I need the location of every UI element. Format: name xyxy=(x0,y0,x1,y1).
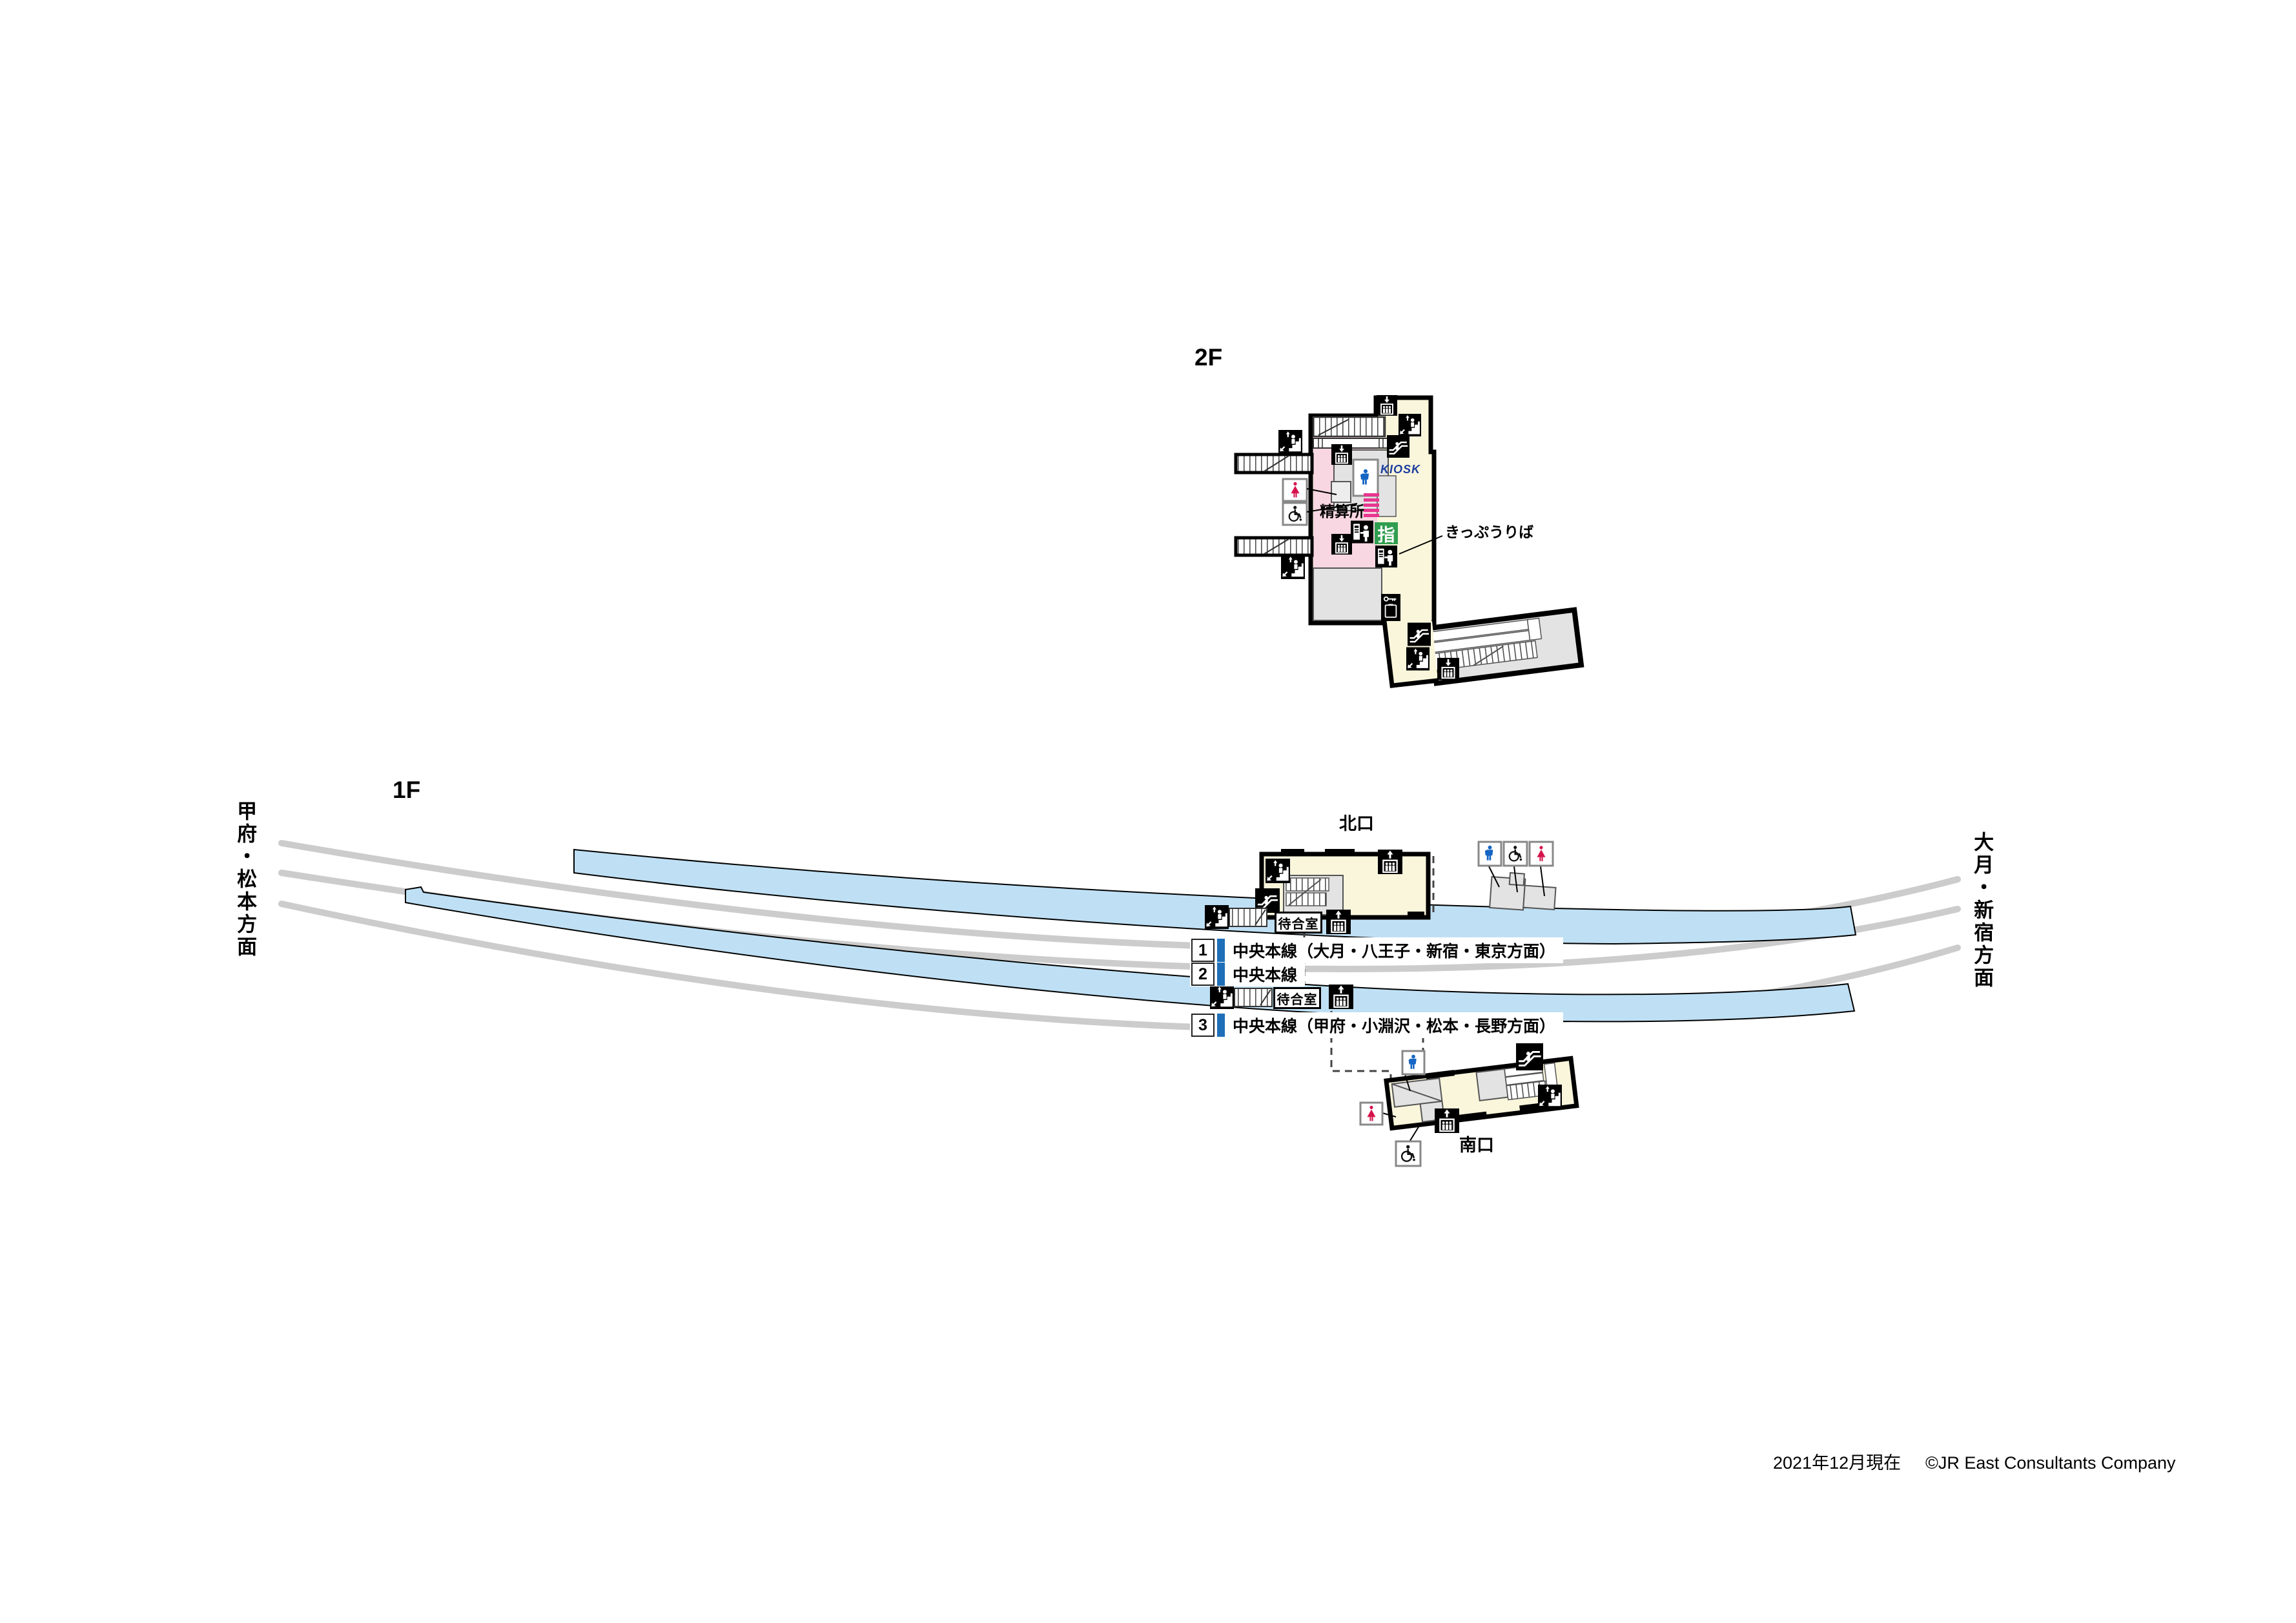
footer-copyright: ©JR East Consultants Company xyxy=(1925,1453,2176,1473)
mens-toilet-sign xyxy=(1352,458,1379,497)
stairs-icon xyxy=(1205,905,1229,929)
toilet-room xyxy=(1522,884,1557,910)
room-partition xyxy=(1391,1083,1442,1102)
elevator-down-icon xyxy=(1377,395,1397,416)
ticket-gate xyxy=(1364,493,1379,517)
bridge-staircase xyxy=(1234,453,1314,475)
direction-label-right: 大月・新宿方面 xyxy=(1971,832,1994,990)
coin-locker-icon xyxy=(1380,594,1401,621)
platform-line-label-1: 中央本線（大月・八王子・新宿・東京方面） xyxy=(1233,943,1556,961)
elevator-up-icon xyxy=(1326,910,1351,934)
stairs-icon xyxy=(1538,1085,1562,1108)
leader-line xyxy=(1404,1074,1411,1092)
elevator-down-icon xyxy=(1437,658,1459,680)
platform-number-bar xyxy=(1217,1014,1225,1037)
platform-line-label-3: 中央本線（甲府・小淵沢・松本・長野方面） xyxy=(1233,1017,1556,1036)
escalator-icon xyxy=(1516,1043,1543,1070)
waiting-room-box-platform12: 待合室 xyxy=(1275,912,1322,934)
platform-number-bar xyxy=(1217,963,1225,986)
north-exit-label: 北口 xyxy=(1339,814,1374,833)
south-exit-building xyxy=(1359,1043,1579,1167)
f2-room xyxy=(1331,481,1351,503)
platform-furniture xyxy=(1205,905,1353,1009)
leader-line xyxy=(1540,866,1545,897)
elevator-up-icon xyxy=(1435,1108,1459,1133)
platform-line-label-2: 中央本線 xyxy=(1233,966,1298,985)
stairs-icon xyxy=(1210,985,1234,1009)
footer-date: 2021年12月現在 xyxy=(1773,1453,1901,1473)
leader-line xyxy=(1408,1125,1420,1143)
platform-1-2-island xyxy=(573,848,1857,945)
kiosk-label: KIOSK xyxy=(1380,463,1421,476)
f2-south-stair-block xyxy=(1426,607,1584,686)
staircase xyxy=(1312,416,1386,438)
bridge-staircase xyxy=(1234,536,1314,557)
platform-row-1: 1 中央本線（大月・八王子・新宿・東京方面） xyxy=(1190,937,1564,963)
elevator-up-icon xyxy=(1378,850,1402,874)
leader-line xyxy=(1513,866,1518,893)
stair-break-line xyxy=(1260,989,1271,1006)
staircase xyxy=(1286,892,1327,906)
elevator-down-icon xyxy=(1331,534,1352,555)
stairs-icon xyxy=(1266,859,1290,883)
leader-line xyxy=(1382,1112,1397,1118)
stairs-icon xyxy=(1278,430,1302,454)
stair-break-line xyxy=(1255,909,1266,926)
platform-number-badge-1: 1 xyxy=(1191,939,1215,962)
escalator-ends xyxy=(1318,438,1384,448)
ticket-machine-icon xyxy=(1351,520,1373,544)
door-tab xyxy=(1408,912,1424,918)
floor-label-1f: 1F xyxy=(393,777,421,803)
south-exit-label: 南口 xyxy=(1459,1136,1494,1155)
stair-landing xyxy=(1526,617,1543,641)
door-tab xyxy=(1281,849,1304,855)
door-tab xyxy=(1325,849,1355,855)
leader-line xyxy=(1306,503,1358,513)
escalator-icon xyxy=(1387,435,1409,458)
stair-break-line xyxy=(1264,538,1289,555)
reserved-seat-sign: 指 xyxy=(1375,522,1398,545)
fare-adjustment-label: 精算所 xyxy=(1320,503,1364,520)
ticket-office-label: きっぷうりば xyxy=(1445,524,1534,540)
staircase xyxy=(1229,908,1267,927)
platform-row-3: 3 中央本線（甲府・小淵沢・松本・長野方面） xyxy=(1190,1012,1564,1038)
staircase xyxy=(1234,988,1273,1007)
stair-break-line xyxy=(1288,879,1322,906)
stair-break-line xyxy=(1473,646,1504,666)
stairs-down-icon xyxy=(1399,414,1421,436)
platforms xyxy=(405,848,1857,1023)
north-exit-building xyxy=(1255,849,1431,920)
floor-label-2f: 2F xyxy=(1194,344,1223,371)
south-room xyxy=(1475,1068,1509,1101)
elevator-down-icon xyxy=(1331,444,1352,465)
north-toilets xyxy=(1477,841,1557,911)
stairs-icon xyxy=(1281,555,1305,579)
f2-room xyxy=(1313,567,1382,621)
waiting-room-box-platform3: 待合室 xyxy=(1273,987,1321,1009)
leader-line xyxy=(1488,866,1500,888)
f2-corridor-border xyxy=(1382,620,1439,688)
direction-label-left: 甲府・松本方面 xyxy=(234,801,257,959)
ticket-machine-icon xyxy=(1375,546,1397,567)
staircase xyxy=(1286,877,1329,892)
platform-number-badge-2: 2 xyxy=(1191,963,1215,986)
platform-row-2: 2 中央本線 xyxy=(1190,962,1306,986)
corridor-join xyxy=(1387,617,1431,624)
escalator-icon xyxy=(1408,622,1431,646)
stair-break-line xyxy=(1318,419,1349,436)
stairs-icon xyxy=(1406,647,1430,671)
leader-line xyxy=(1306,488,1337,495)
door-tab xyxy=(1426,1070,1455,1079)
escalator-band xyxy=(1504,1072,1544,1086)
door-tab xyxy=(1455,1111,1487,1121)
elevator-up-icon xyxy=(1329,985,1353,1009)
stair-break-line xyxy=(1264,455,1289,472)
platform-number-bar xyxy=(1217,939,1225,962)
platform-3-island xyxy=(405,886,1856,1023)
platform-number-badge-3: 3 xyxy=(1191,1014,1215,1037)
f2-building xyxy=(1234,395,1459,688)
f2-room xyxy=(1377,475,1397,517)
leader-line xyxy=(1399,535,1443,555)
